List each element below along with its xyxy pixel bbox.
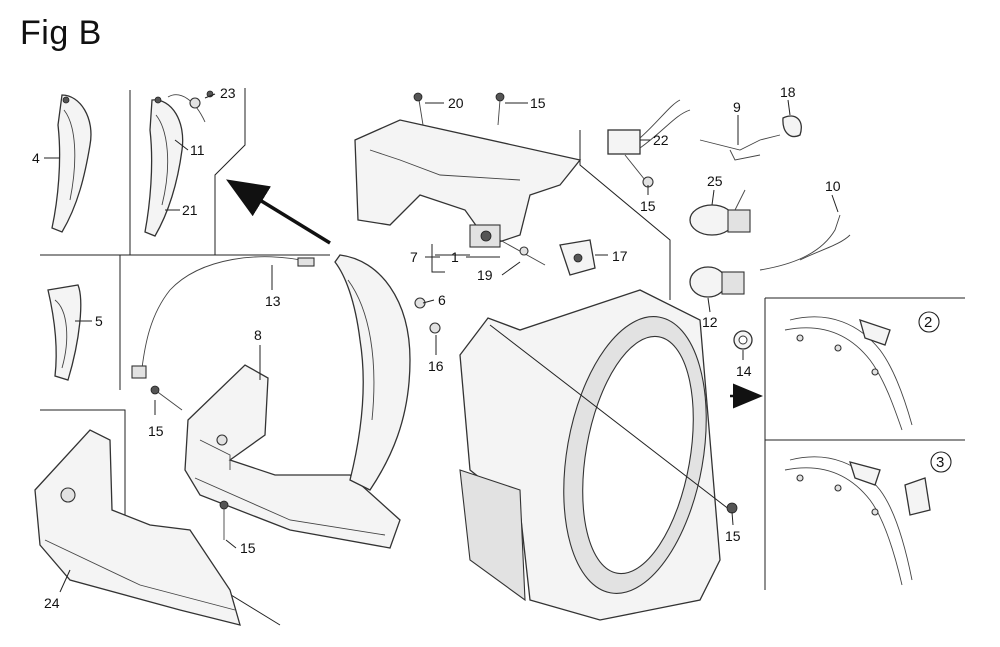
part-13-cable: [131, 256, 315, 379]
callout-9: 9: [733, 99, 741, 115]
part-18-clip: [782, 115, 802, 138]
frame-lines: [40, 88, 965, 626]
part-21-shield: [144, 90, 214, 237]
callout-15-left: 15: [148, 423, 164, 439]
fan-cover-guide: [334, 254, 441, 491]
callout-7: 7: [410, 249, 418, 265]
callout-5: 5: [95, 313, 103, 329]
callout-12: 12: [702, 314, 718, 330]
detail-view-2: [784, 316, 913, 431]
callout-19: 19: [477, 267, 493, 283]
part-17-bracket: [559, 239, 596, 276]
callout-6: 6: [438, 292, 446, 308]
callout-23: 23: [220, 85, 236, 101]
detail-view-3: [784, 456, 931, 586]
callout-13: 13: [265, 293, 281, 309]
callout-8: 8: [254, 327, 262, 343]
part-14-grommet: [733, 330, 753, 350]
callout-14: 14: [736, 363, 752, 379]
direction-arrow: [226, 179, 331, 245]
callout-15-bottom: 15: [240, 540, 256, 556]
callout-15-right: 15: [725, 528, 741, 544]
part-9-harness: [699, 134, 781, 161]
detail-marker-2: 2: [924, 314, 932, 331]
callout-18: 18: [780, 84, 796, 100]
leader-lines: [44, 93, 839, 593]
callout-24: 24: [44, 595, 60, 611]
callout-15-top: 15: [530, 95, 546, 111]
part-5-bracket: [47, 284, 82, 381]
part-25-switch: [689, 189, 751, 236]
callout-11: 11: [190, 142, 205, 158]
callout-16: 16: [428, 358, 444, 374]
callout-20: 20: [448, 95, 464, 111]
figure-title: Fig B: [20, 14, 102, 52]
part-10-harness: [759, 214, 851, 271]
part-12-switch: [689, 266, 745, 298]
callout-15-mid: 15: [640, 198, 656, 214]
detail-markers: 2 3: [918, 311, 952, 473]
control-bracket: [354, 119, 582, 266]
detail-marker-3: 3: [936, 454, 944, 471]
part-callouts: 4 5 21 11 23 13 8 15 24 15 20 15 7 1 19 …: [32, 84, 841, 611]
part-fan-shroud: [459, 289, 731, 621]
part-22-module: [607, 99, 691, 188]
callout-25: 25: [707, 173, 723, 189]
part-24-lower-shroud: [34, 429, 241, 626]
callout-22: 22: [653, 132, 669, 148]
callout-1: 1: [451, 249, 459, 265]
callout-4: 4: [32, 150, 40, 166]
part-4-shield: [51, 94, 92, 233]
part-8-lower-shroud: [184, 364, 401, 549]
bolts: [150, 92, 738, 540]
callout-17: 17: [612, 248, 628, 264]
callout-21: 21: [182, 202, 198, 218]
callout-10: 10: [825, 178, 841, 194]
